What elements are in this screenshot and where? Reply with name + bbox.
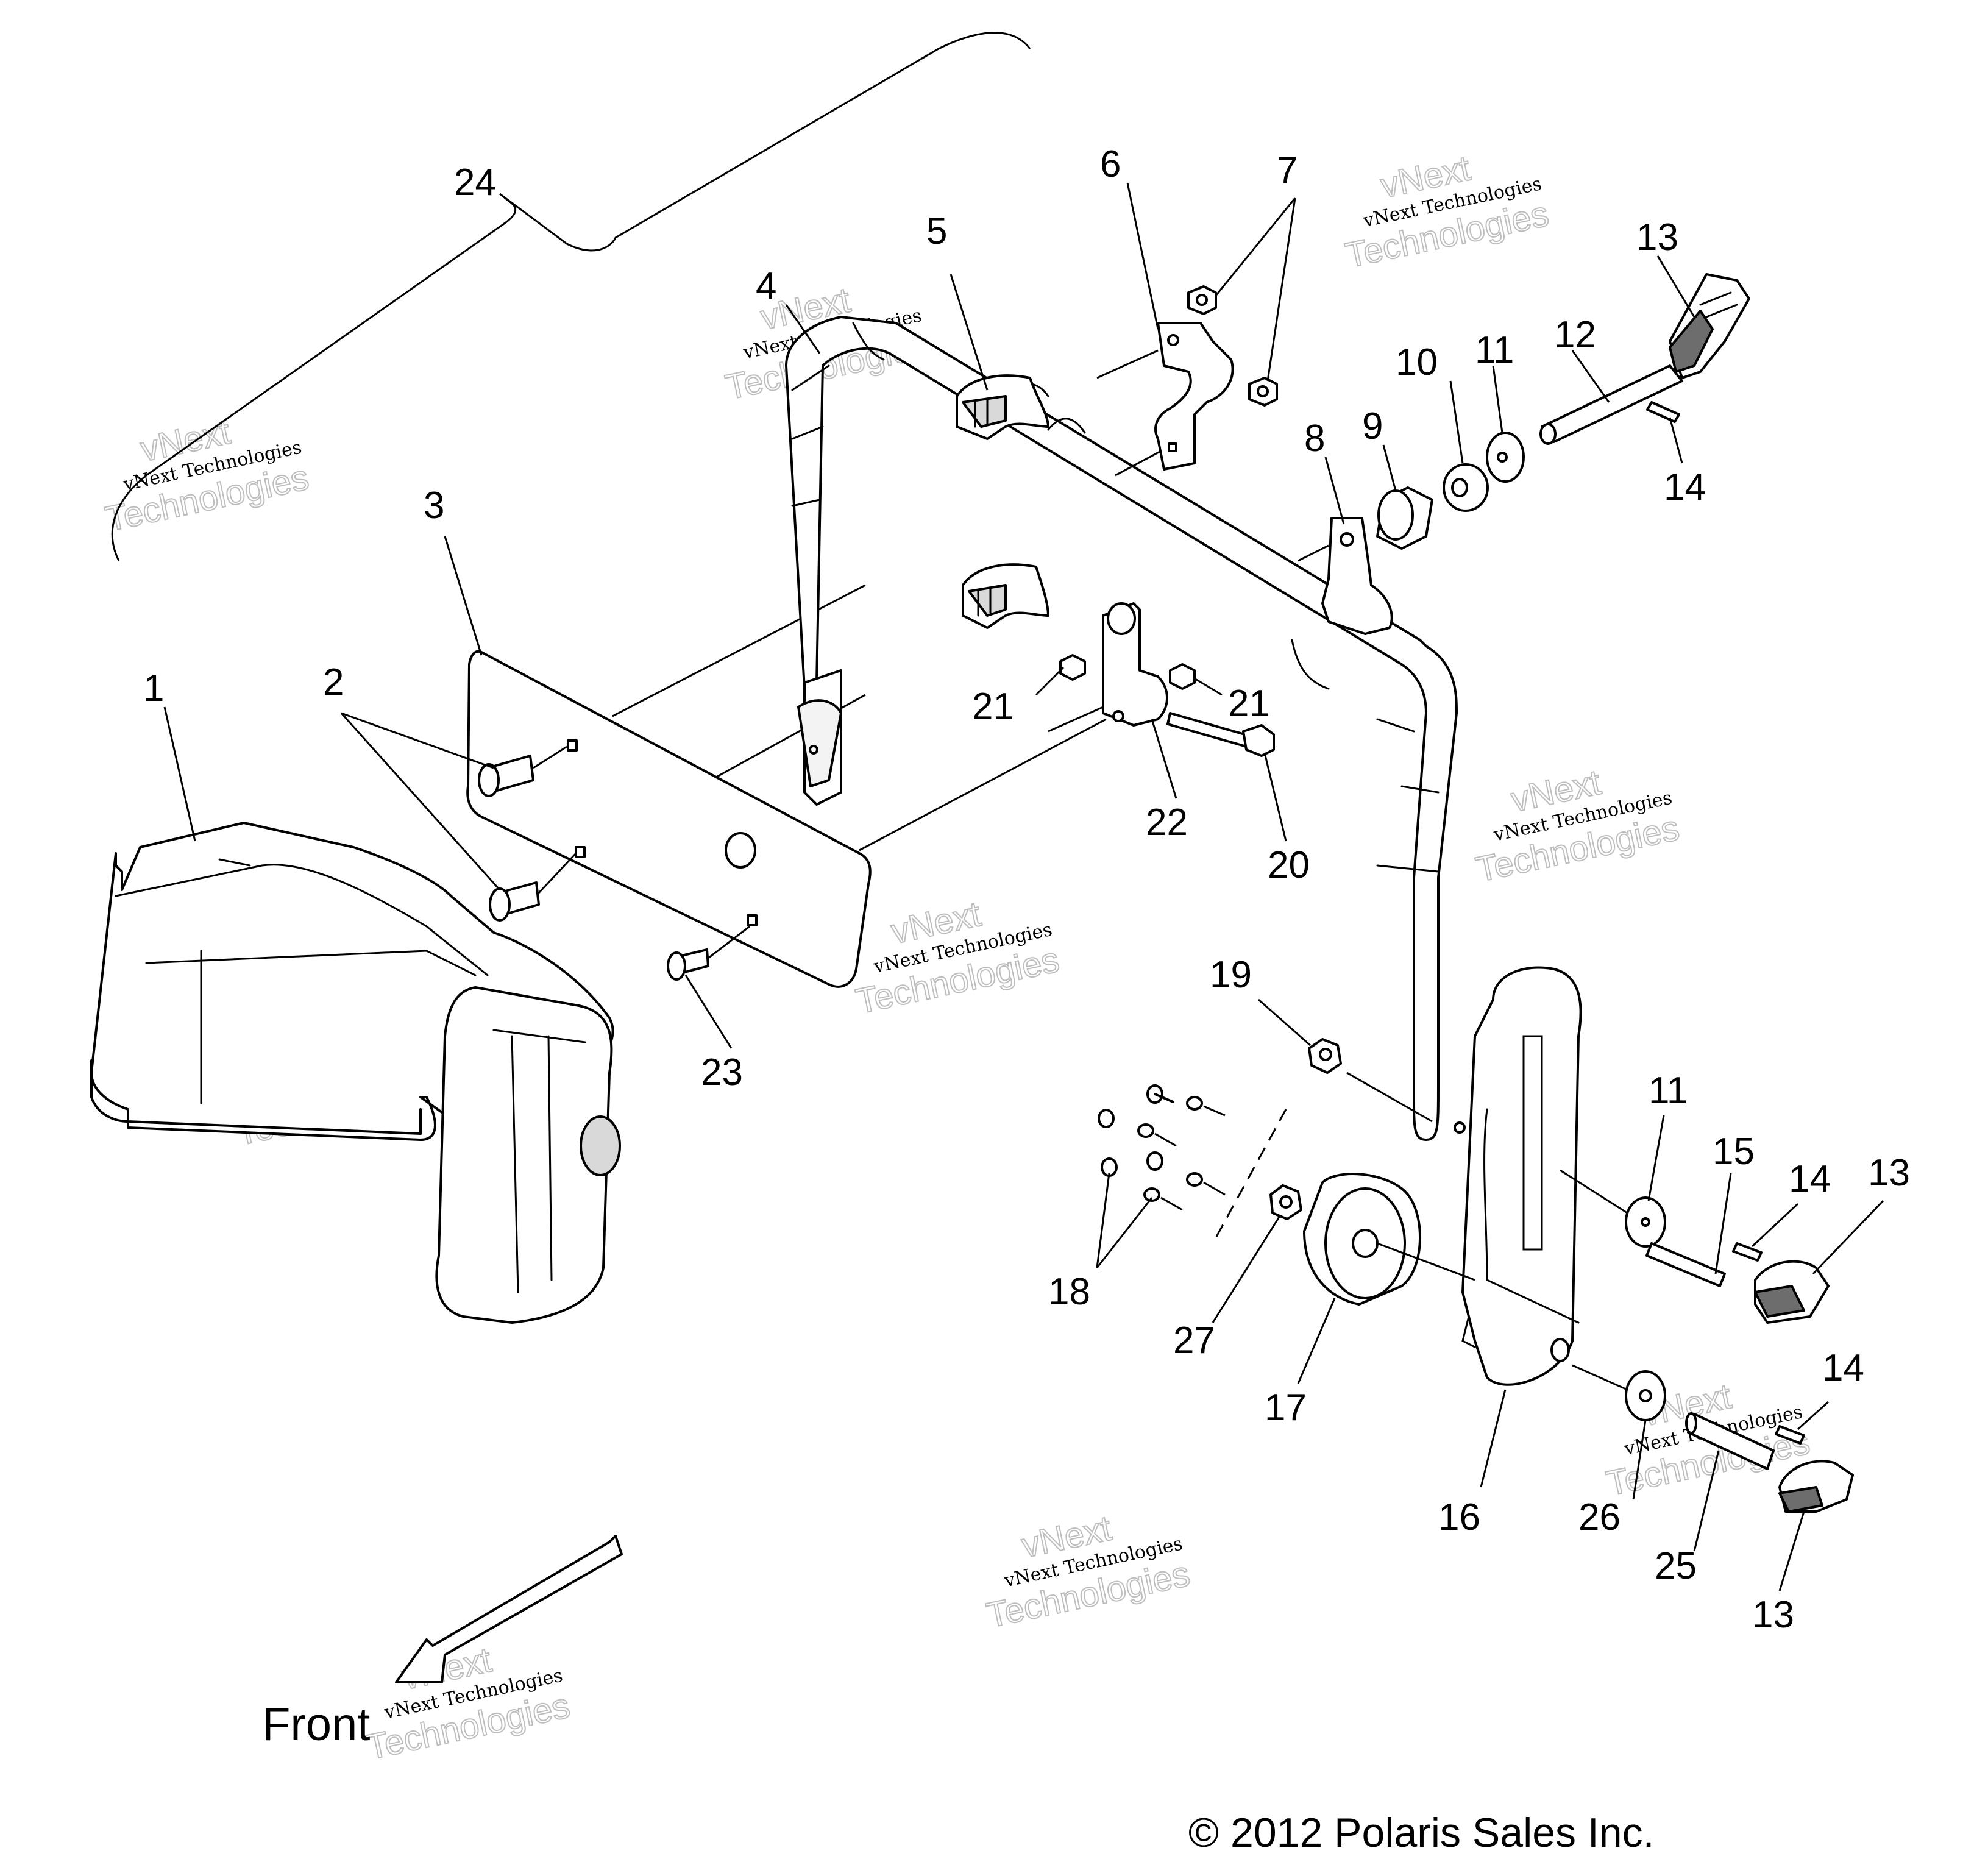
bolt-part-20 xyxy=(1166,712,1275,757)
callout-12: 12 xyxy=(1554,314,1596,356)
callout-27: 27 xyxy=(1173,1320,1215,1362)
callout-labels: 24 6 7 5 4 13 12 11 10 9 8 14 3 1 2 21 2… xyxy=(143,143,1910,1636)
callout-21-b: 21 xyxy=(1228,683,1270,725)
callout-6: 6 xyxy=(1100,143,1121,185)
nut-part-7 xyxy=(1187,285,1278,407)
kit-bracket-24 xyxy=(111,32,1031,561)
latch-part-13-mid xyxy=(1754,1260,1830,1324)
callout-1: 1 xyxy=(143,667,164,709)
front-arrow xyxy=(395,1535,623,1683)
callout-2: 2 xyxy=(323,661,344,703)
washer-part-26 xyxy=(1572,1364,1666,1421)
callout-13: 13 xyxy=(1636,216,1678,258)
callout-18: 18 xyxy=(1048,1271,1090,1313)
callout-leaders xyxy=(163,182,1884,1591)
callout-20: 20 xyxy=(1268,844,1310,886)
clip-part-14-mid xyxy=(1732,1242,1763,1262)
bracket-part-22 xyxy=(1048,602,1168,733)
armrest-part-16 xyxy=(1461,966,1582,1386)
callout-8: 8 xyxy=(1304,418,1325,460)
callout-25: 25 xyxy=(1655,1545,1697,1587)
nut-part-19 xyxy=(1308,1038,1433,1123)
callout-7: 7 xyxy=(1277,149,1298,191)
nut-part-27 xyxy=(1269,1184,1302,1220)
callout-14: 14 xyxy=(1664,466,1706,508)
bracket-part-6 xyxy=(1096,322,1234,477)
callout-16: 16 xyxy=(1438,1496,1480,1538)
washer-part-11 xyxy=(1486,432,1525,483)
push-pin-part-23 xyxy=(667,925,750,981)
bracket-part-8 xyxy=(1298,517,1393,635)
nut-part-21 xyxy=(1059,654,1196,690)
callout-17: 17 xyxy=(1265,1387,1307,1429)
latch-part-13 xyxy=(1669,273,1750,379)
callout-3: 3 xyxy=(424,485,444,527)
latch-part-13-lower xyxy=(1778,1460,1854,1513)
callout-14-b: 14 xyxy=(1789,1158,1831,1200)
callout-10: 10 xyxy=(1396,341,1438,383)
wheel-part-17 xyxy=(1303,1173,1475,1306)
spacer-part-9 xyxy=(1376,486,1433,550)
callout-26: 26 xyxy=(1578,1496,1621,1538)
callout-14-c: 14 xyxy=(1822,1347,1864,1389)
screw-set-part-18 xyxy=(1098,1084,1287,1244)
callout-19: 19 xyxy=(1210,954,1252,996)
pin-part-25 xyxy=(1685,1412,1775,1470)
callout-24: 24 xyxy=(454,162,496,204)
callout-4: 4 xyxy=(756,265,776,307)
mounting-plate-part-3 xyxy=(466,584,1107,988)
pin-part-12 xyxy=(1539,364,1683,445)
callout-15: 15 xyxy=(1713,1131,1755,1173)
callout-13-c: 13 xyxy=(1752,1594,1794,1636)
tube-clamp-part-5 xyxy=(956,374,1049,629)
callout-11: 11 xyxy=(1475,329,1514,371)
callout-13-b: 13 xyxy=(1868,1152,1910,1194)
callout-22: 22 xyxy=(1146,801,1188,844)
washer-part-11-lower xyxy=(1560,1169,1666,1248)
backrest-pad-part-1 xyxy=(90,822,621,1324)
bushing-part-10 xyxy=(1443,463,1489,512)
callout-23: 23 xyxy=(701,1051,743,1093)
callout-9: 9 xyxy=(1362,405,1383,447)
pin-part-15 xyxy=(1645,1242,1726,1287)
callout-21: 21 xyxy=(972,686,1014,728)
callout-11-b: 11 xyxy=(1649,1070,1688,1112)
backrest-tube-part-4 xyxy=(785,316,1466,1141)
clip-part-14-lower xyxy=(1775,1425,1805,1445)
copyright: © 2012 Polaris Sales Inc. xyxy=(1188,1810,1655,1856)
front-label: Front xyxy=(262,1699,370,1750)
callout-5: 5 xyxy=(926,210,947,252)
clip-part-14 xyxy=(1646,401,1680,423)
